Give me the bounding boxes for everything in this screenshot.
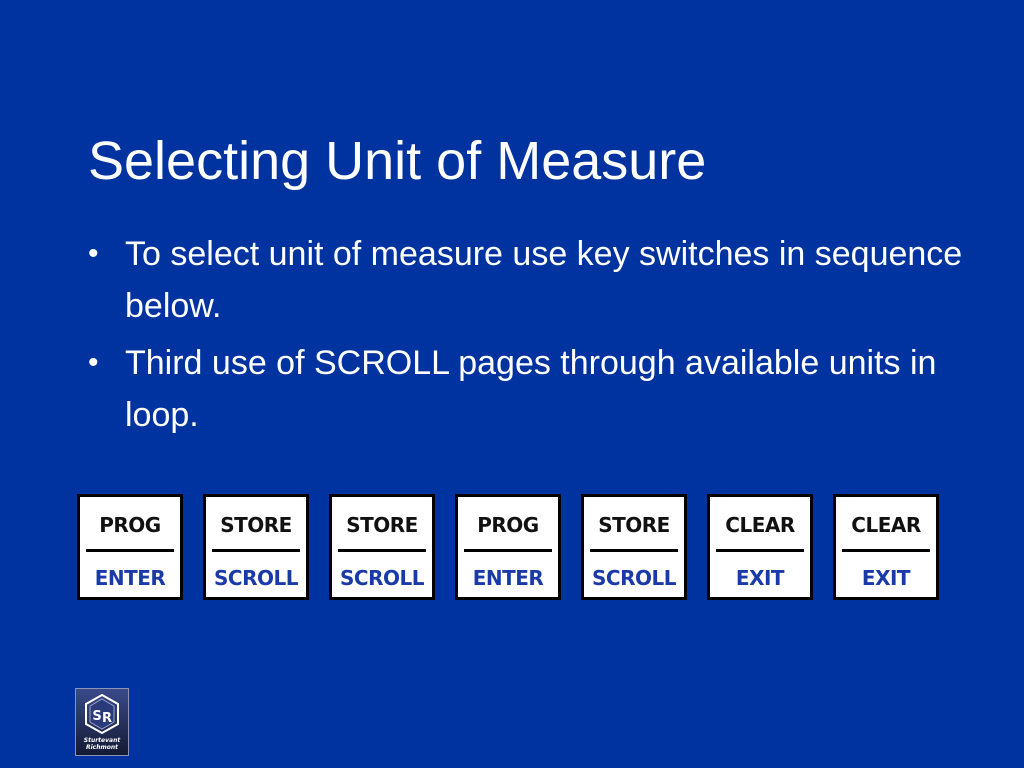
bullet-list: • To select unit of measure use key swit… — [88, 228, 968, 446]
key-divider — [464, 549, 552, 552]
slide-title: Selecting Unit of Measure — [88, 131, 707, 192]
key-switch-prog-enter: PROG ENTER — [77, 494, 183, 600]
key-divider — [212, 549, 300, 552]
key-divider — [86, 549, 174, 552]
key-switch-store-scroll: STORE SCROLL — [329, 494, 435, 600]
key-switch-prog-enter: PROG ENTER — [455, 494, 561, 600]
key-sequence: PROG ENTER STORE SCROLL STORE SCROLL PRO… — [77, 494, 939, 600]
key-switch-clear-exit: CLEAR EXIT — [833, 494, 939, 600]
key-switch-clear-exit: CLEAR EXIT — [707, 494, 813, 600]
svg-text:R: R — [102, 711, 112, 726]
key-top-label: CLEAR — [725, 513, 795, 537]
key-bottom-label: EXIT — [861, 566, 911, 590]
key-top-label: STORE — [598, 513, 670, 537]
svg-text:S: S — [92, 709, 101, 724]
bullet-text: Third use of SCROLL pages through availa… — [125, 344, 937, 434]
company-logo-icon: S R Sturtevant Richmont — [75, 688, 129, 756]
bullet-item: • To select unit of measure use key swit… — [88, 228, 968, 332]
key-bottom-label: ENTER — [94, 566, 166, 590]
key-divider — [716, 549, 804, 552]
key-bottom-label: SCROLL — [340, 566, 424, 590]
key-top-label: STORE — [220, 513, 292, 537]
key-divider — [590, 549, 678, 552]
svg-text:Sturtevant: Sturtevant — [84, 737, 122, 744]
key-switch-store-scroll: STORE SCROLL — [203, 494, 309, 600]
svg-text:Richmont: Richmont — [86, 744, 119, 751]
key-bottom-label: SCROLL — [214, 566, 298, 590]
key-top-label: PROG — [99, 513, 161, 537]
key-divider — [338, 549, 426, 552]
key-bottom-label: ENTER — [472, 566, 544, 590]
bullet-item: • Third use of SCROLL pages through avai… — [88, 337, 968, 441]
bullet-text: To select unit of measure use key switch… — [125, 235, 963, 325]
key-switch-store-scroll: STORE SCROLL — [581, 494, 687, 600]
key-bottom-label: SCROLL — [592, 566, 676, 590]
key-top-label: PROG — [477, 513, 539, 537]
key-top-label: CLEAR — [851, 513, 921, 537]
key-top-label: STORE — [346, 513, 418, 537]
key-divider — [842, 549, 930, 552]
bullet-icon: • — [88, 346, 99, 379]
key-bottom-label: EXIT — [735, 566, 785, 590]
bullet-icon: • — [88, 237, 99, 270]
